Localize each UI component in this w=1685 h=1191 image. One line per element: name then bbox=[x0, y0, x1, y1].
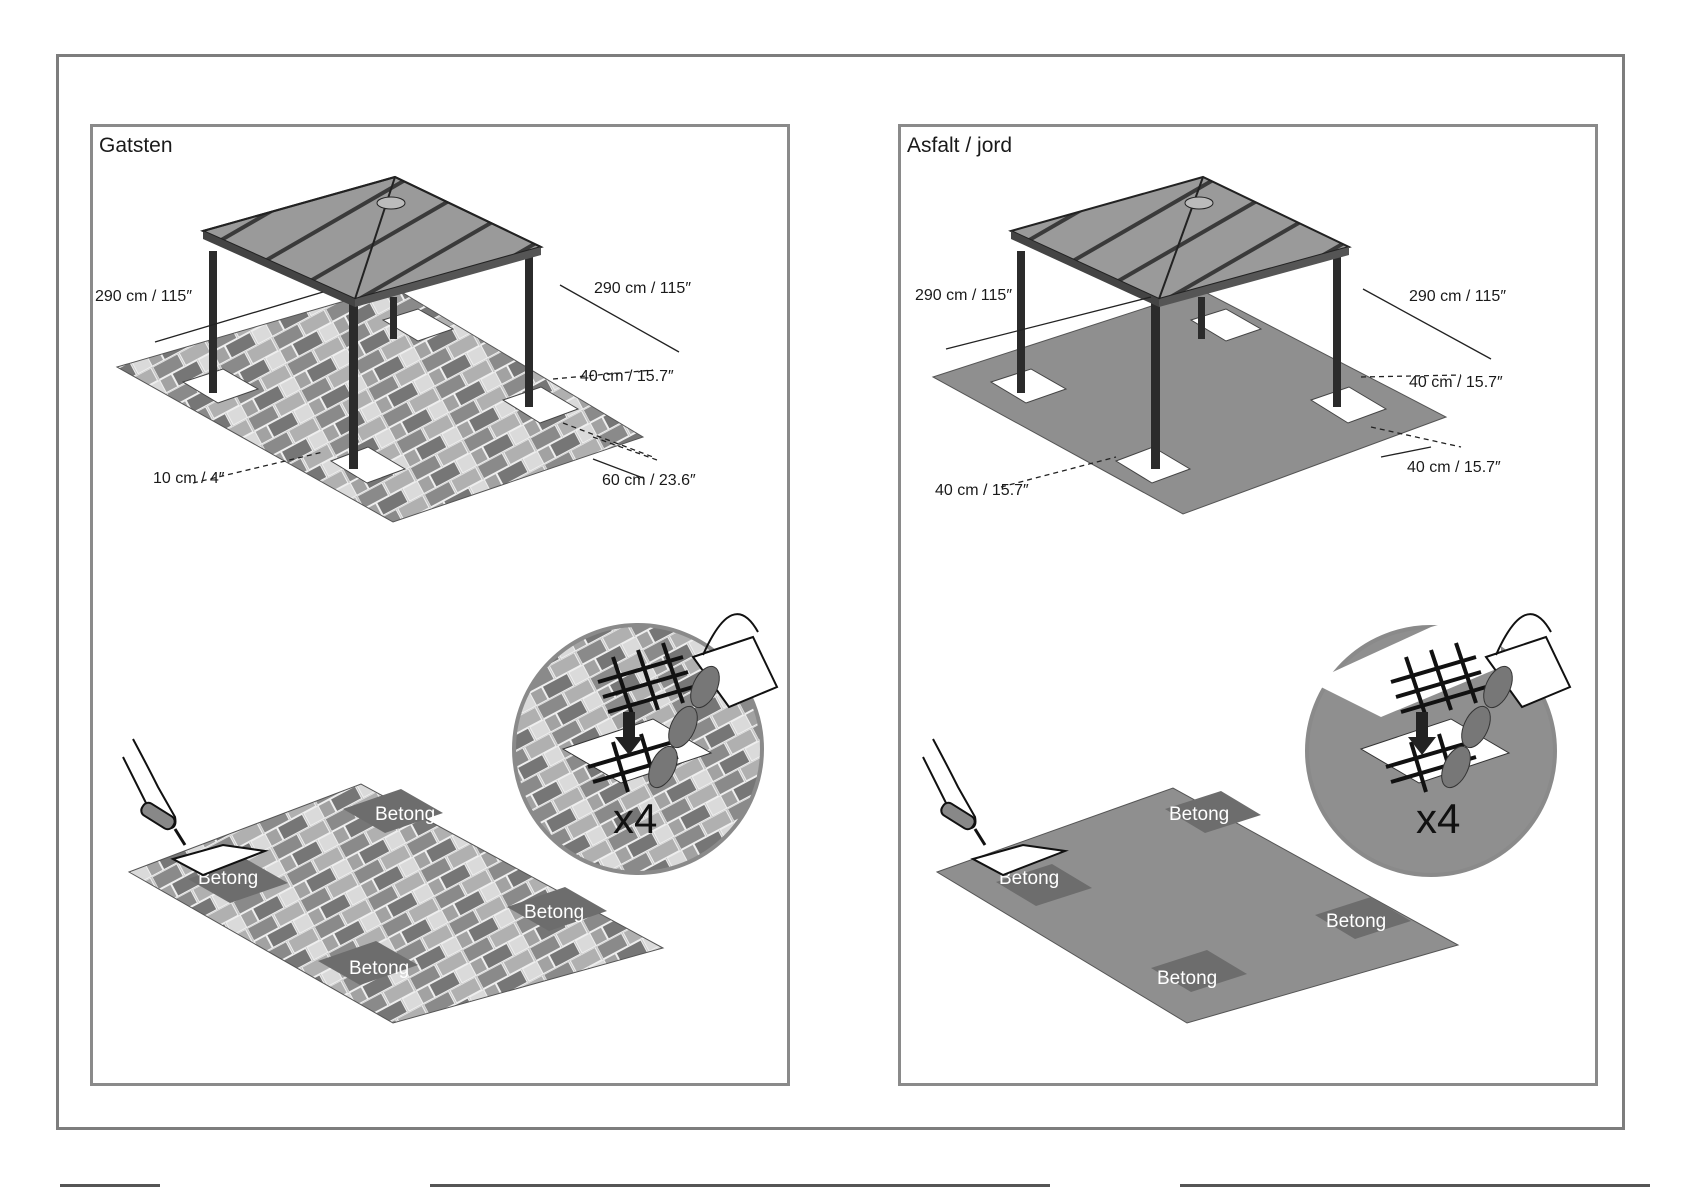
dim-length-label: 290 cm / 115″ bbox=[1409, 288, 1506, 305]
concrete-label: Betong bbox=[349, 958, 409, 979]
concrete-label: Betong bbox=[1169, 804, 1229, 825]
multiplier-label: x4 bbox=[1416, 795, 1460, 842]
dim-width-label: 290 cm / 115″ bbox=[915, 287, 1012, 304]
ground-asphalt-top bbox=[933, 290, 1446, 514]
concrete-label: Betong bbox=[375, 804, 435, 825]
dim-offset-label: 40 cm / 15.7″ bbox=[1409, 374, 1503, 391]
multiplier-label: x4 bbox=[613, 795, 657, 842]
dim-offset-label: 40 cm / 15.7″ bbox=[580, 368, 674, 385]
trowel-hand-icon bbox=[123, 739, 265, 875]
dim-footing-label: 60 cm / 23.6″ bbox=[602, 472, 696, 489]
panel-title: Gatsten bbox=[99, 134, 173, 158]
dim-depth-label: 10 cm / 4″ bbox=[153, 470, 225, 487]
zoom-detail: x4 bbox=[1307, 607, 1570, 875]
dim-length-label: 290 cm / 115″ bbox=[594, 280, 691, 297]
dim-depth-label: 40 cm / 15.7″ bbox=[935, 482, 1029, 499]
panel-paving-stones: 290 cm / 115″ 290 cm / 115″ 40 cm / 15.7… bbox=[90, 124, 790, 1086]
concrete-label: Betong bbox=[524, 902, 584, 923]
asphalt-diagram: 290 cm / 115″ 290 cm / 115″ 40 cm / 15.7… bbox=[901, 127, 1598, 1086]
panel-title: Asfalt / jord bbox=[907, 134, 1012, 158]
concrete-label: Betong bbox=[1157, 968, 1217, 989]
concrete-label: Betong bbox=[1326, 911, 1386, 932]
trowel-hand-icon bbox=[923, 739, 1065, 875]
dim-footing-label: 40 cm / 15.7″ bbox=[1407, 459, 1501, 476]
dim-width-label: 290 cm / 115″ bbox=[95, 288, 192, 305]
instruction-sheet: 290 cm / 115″ 290 cm / 115″ 40 cm / 15.7… bbox=[56, 54, 1625, 1130]
page-edge-marks bbox=[0, 1182, 1685, 1191]
zoom-detail: x4 bbox=[514, 614, 777, 873]
paving-diagram: 290 cm / 115″ 290 cm / 115″ 40 cm / 15.7… bbox=[93, 127, 790, 1086]
panel-asphalt-soil: 290 cm / 115″ 290 cm / 115″ 40 cm / 15.7… bbox=[898, 124, 1598, 1086]
